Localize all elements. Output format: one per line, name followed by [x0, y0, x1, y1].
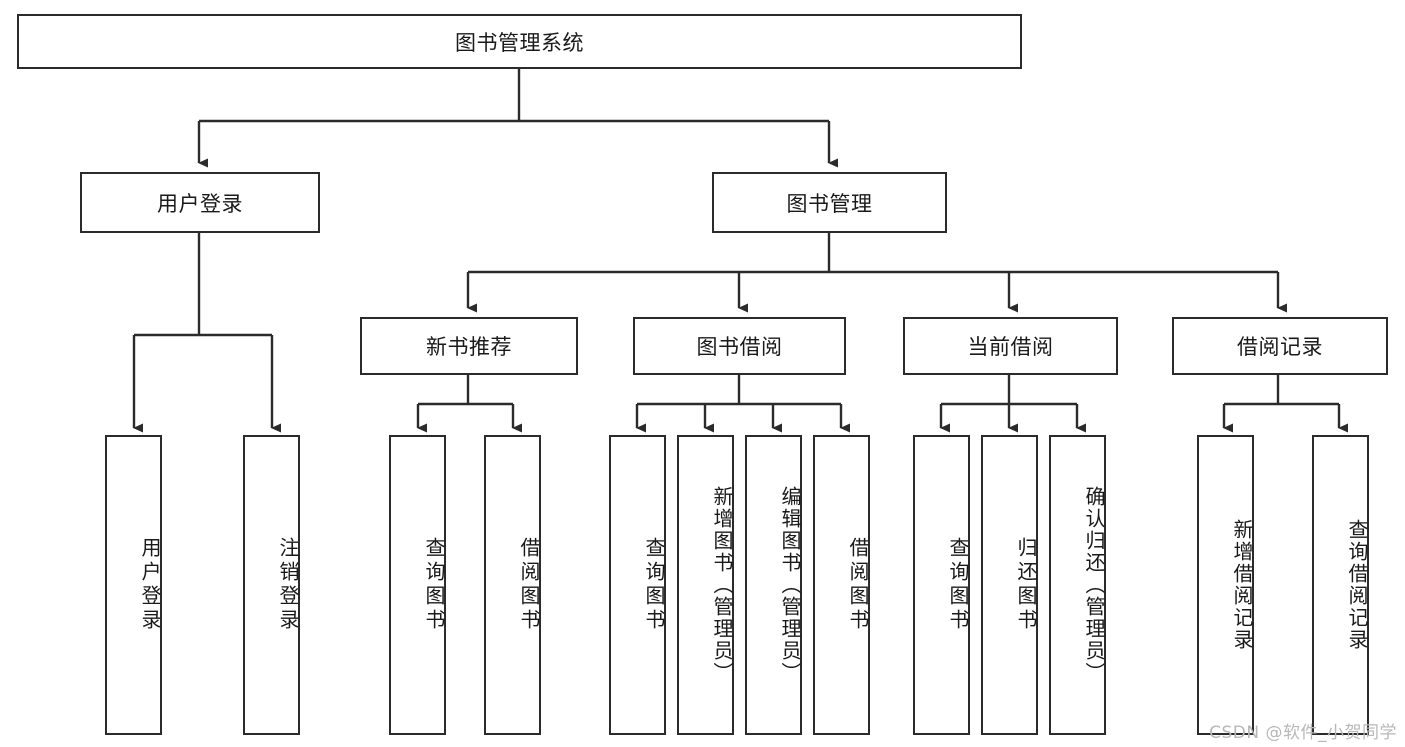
- node-label: 新书推荐: [426, 335, 512, 359]
- node-book-management[interactable]: 图书管理: [712, 172, 947, 233]
- node-label: 用户登录: [138, 537, 162, 633]
- leaf-new-book-query[interactable]: 查询图书: [389, 435, 446, 735]
- leaf-user-login-logout[interactable]: 注销登录: [243, 435, 300, 735]
- node-label: 注销登录: [276, 537, 300, 633]
- leaf-current-borrow-query[interactable]: 查询图书: [913, 435, 970, 735]
- node-current-borrow[interactable]: 当前借阅: [903, 317, 1118, 375]
- leaf-borrow-record-add[interactable]: 新增借阅记录: [1197, 435, 1254, 735]
- node-label: 查询图书: [642, 537, 666, 633]
- node-user-login[interactable]: 用户登录: [80, 172, 320, 233]
- node-label: 图书管理系统: [455, 30, 584, 55]
- node-label: 图书管理: [786, 191, 873, 216]
- leaf-book-borrow-query[interactable]: 查询图书: [609, 435, 666, 735]
- node-label: 用户登录: [157, 191, 243, 216]
- leaf-book-borrow-edit[interactable]: 编辑图书（管理员）: [745, 435, 802, 735]
- node-label: 新增借阅记录: [1230, 519, 1254, 651]
- leaf-user-login-login[interactable]: 用户登录: [105, 435, 162, 735]
- node-book-borrow[interactable]: 图书借阅: [633, 317, 846, 375]
- leaf-current-borrow-confirm-return[interactable]: 确认归还（管理员）: [1049, 435, 1106, 735]
- node-label: 新增图书（管理员）: [710, 486, 734, 684]
- leaf-book-borrow-add[interactable]: 新增图书（管理员）: [677, 435, 734, 735]
- node-label: 借阅记录: [1237, 335, 1323, 359]
- node-label: 当前借阅: [967, 335, 1054, 359]
- leaf-new-book-borrow[interactable]: 借阅图书: [484, 435, 541, 735]
- node-label: 查询图书: [422, 537, 446, 633]
- node-label: 确认归还（管理员）: [1082, 486, 1106, 684]
- node-root-book-management-system[interactable]: 图书管理系统: [17, 14, 1022, 69]
- node-label: 查询借阅记录: [1345, 519, 1369, 651]
- node-label: 借阅图书: [846, 537, 870, 633]
- leaf-borrow-record-query[interactable]: 查询借阅记录: [1312, 435, 1369, 735]
- node-label: 查询图书: [946, 537, 970, 633]
- node-label: 编辑图书（管理员）: [778, 486, 802, 684]
- leaf-book-borrow-borrow[interactable]: 借阅图书: [813, 435, 870, 735]
- leaf-current-borrow-return[interactable]: 归还图书: [981, 435, 1038, 735]
- node-label: 借阅图书: [517, 537, 541, 633]
- node-label: 图书借阅: [696, 335, 783, 359]
- node-label: 归还图书: [1014, 537, 1038, 633]
- node-new-book-recommend[interactable]: 新书推荐: [360, 317, 578, 375]
- node-borrow-record[interactable]: 借阅记录: [1172, 317, 1388, 375]
